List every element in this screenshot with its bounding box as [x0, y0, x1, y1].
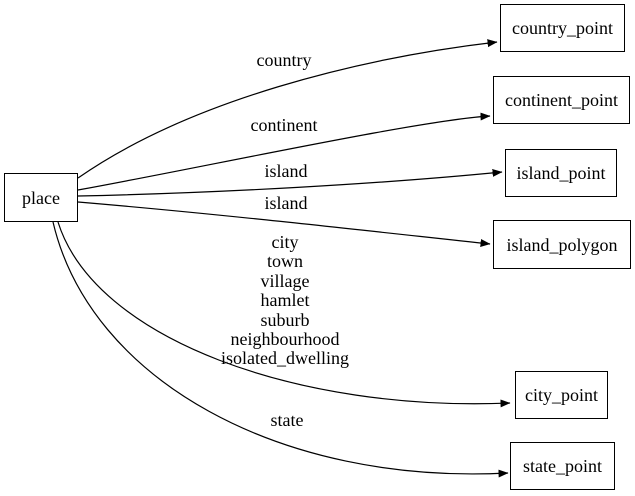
- edge-place-island-point: [77, 168, 503, 197]
- edge-label-city-values: city town village hamlet suburb neighbou…: [221, 232, 349, 369]
- node-island-polygon: island_polygon: [493, 220, 631, 269]
- node-continent-point-label: continent_point: [505, 90, 618, 110]
- node-island-polygon-label: island_polygon: [506, 234, 618, 255]
- edge-place-country-point: [77, 39, 498, 179]
- node-country-point: country_point: [500, 4, 625, 52]
- node-place: place: [4, 173, 78, 222]
- edge-place-city-point: [57, 221, 511, 408]
- node-island-point: island_point: [505, 149, 617, 197]
- node-country-point-label: country_point: [512, 18, 613, 38]
- edge-label-continent: continent: [250, 115, 318, 135]
- edge-place-continent-point: [77, 112, 491, 191]
- edge-label-island-polygon: island: [264, 193, 308, 213]
- edge-label-state: state: [270, 410, 304, 430]
- edge-label-island-point: island: [264, 161, 308, 181]
- edge-label-country: country: [256, 50, 312, 70]
- node-city-point-label: city_point: [525, 385, 598, 405]
- node-state-point: state_point: [510, 442, 615, 490]
- node-continent-point: continent_point: [493, 76, 630, 124]
- node-city-point: city_point: [515, 371, 608, 419]
- node-island-point-label: island_point: [516, 163, 606, 183]
- node-state-point-label: state_point: [523, 456, 602, 476]
- edge-place-state-point: [52, 221, 509, 478]
- edge-place-island-polygon: [77, 201, 491, 247]
- node-place-label: place: [22, 187, 60, 208]
